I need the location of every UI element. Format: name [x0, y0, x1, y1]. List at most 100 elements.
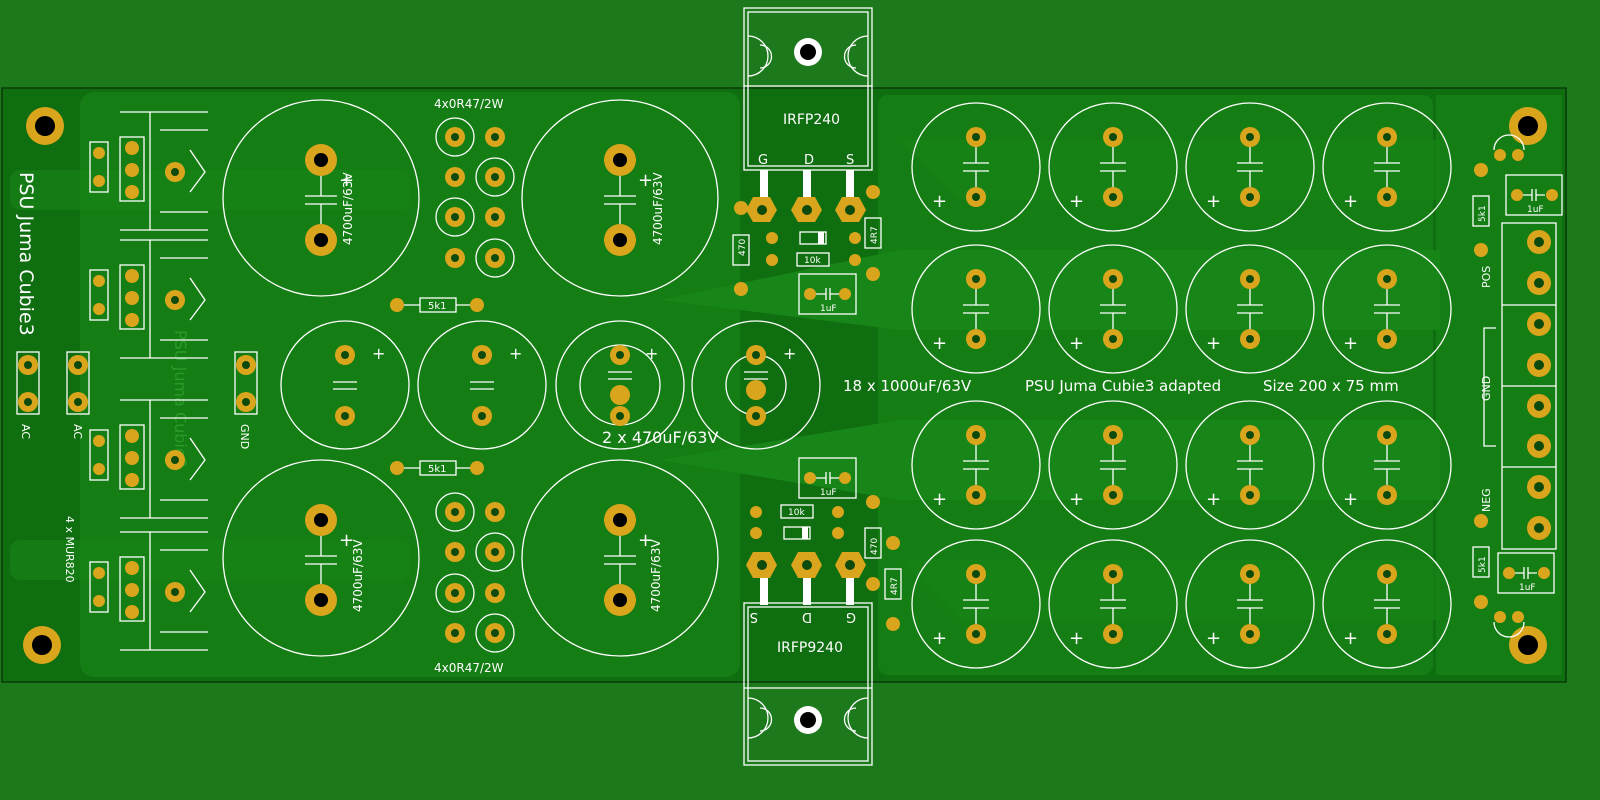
capacitor-bank: + + + + + + + + + + + + + + + + [911, 102, 1452, 669]
cap-bank-note: 18 x 1000uF/63V [843, 377, 972, 395]
bank-capacitor-15: + [1185, 539, 1315, 669]
res-bottom-label: 4x0R47/2W [434, 661, 504, 675]
bank-cap-plus: + [1069, 489, 1084, 510]
gnd-connector-left: GND [234, 351, 258, 449]
big-cap-label-1: 4700uF/63V [341, 172, 355, 245]
big-cap-label-2: 4700uF/63V [651, 172, 665, 245]
driver-parts-bottom: 1uF 10k 470 4R7 [750, 457, 902, 631]
bank-capacitor-8: + [1322, 244, 1452, 374]
bank-capacitor-1: + [911, 102, 1041, 232]
big-cap-label-4: 4700uF/63V [649, 539, 663, 612]
mid-capacitor-4: + [691, 320, 821, 450]
big-cap-label-3: 4700uF/63V [351, 539, 365, 612]
big-capacitor-2: + 4700uF/63V [521, 99, 719, 297]
diodes-label: 4 x MUR820 [63, 516, 76, 583]
board-size-note: Size 200 x 75 mm [1263, 377, 1399, 395]
bank-cap-plus: + [1069, 333, 1084, 354]
driver-parts-top: 470 4R7 10k 1uF [732, 185, 882, 315]
ac-label-1: AC [19, 424, 32, 439]
mid-cap-plus-4: + [783, 344, 796, 363]
mid-cap-plus-3: + [645, 344, 658, 363]
ac-label-2: AC [71, 424, 84, 439]
bank-cap-plus: + [1206, 191, 1221, 212]
bank-capacitor-16: + [1322, 539, 1452, 669]
r5k1-label-pos: 5k1 [1478, 205, 1488, 222]
res-top-label: 4x0R47/2W [434, 97, 504, 111]
transistor-top-pin-g: G [758, 153, 768, 168]
gnd-label-right: GND [1480, 376, 1493, 401]
bank-capacitor-11: + [1185, 400, 1315, 530]
bank-capacitor-5: + [911, 244, 1041, 374]
big-cap-plus-3: + [339, 530, 354, 551]
mid-cap-plus-2: + [509, 344, 522, 363]
r5k1-label-1: 5k1 [428, 301, 447, 312]
bank-cap-plus: + [1069, 628, 1084, 649]
mid-capacitor-1: + [280, 320, 410, 450]
bank-capacitor-12: + [1322, 400, 1452, 530]
r4r7-label-top: 4R7 [870, 226, 880, 244]
c1uf-label-bottom: 1uF [820, 488, 837, 498]
rectifier-diode-3 [89, 399, 208, 519]
r470-label-bottom: 470 [870, 538, 880, 555]
bank-cap-plus: + [1343, 628, 1358, 649]
bank-capacitor-14: + [1048, 539, 1178, 669]
big-cap-plus-1: + [339, 170, 354, 191]
big-capacitor-4: + 4700uF/63V [521, 459, 719, 657]
transistor-bottom-pin-g: G [846, 609, 856, 624]
r5k1-label-2: 5k1 [428, 464, 447, 475]
big-cap-plus-4: + [638, 530, 653, 551]
neg-label: NEG [1480, 488, 1493, 512]
bank-cap-plus: + [1206, 489, 1221, 510]
bank-cap-plus: + [1343, 333, 1358, 354]
mid-capacitor-3: + [555, 320, 685, 450]
bank-cap-plus: + [932, 191, 947, 212]
transistor-bottom: IRFP9240 S D G [743, 552, 873, 766]
pos-label: POS [1480, 266, 1493, 288]
bank-cap-plus: + [1343, 191, 1358, 212]
rectifier-diode-4 [89, 531, 208, 651]
power-resistors-bottom [435, 492, 515, 653]
output-section: 5k1 1uF POS GND NEG 5k1 1uF [1472, 134, 1563, 638]
bank-cap-plus: + [1343, 489, 1358, 510]
c1uf-label-top: 1uF [820, 304, 837, 314]
power-resistors-top [435, 117, 515, 278]
transistor-top-name: IRFP240 [783, 112, 840, 128]
bank-capacitor-9: + [911, 400, 1041, 530]
transistor-bottom-name: IRFP9240 [777, 640, 843, 656]
transistor-bottom-pin-s: S [750, 609, 758, 624]
mounting-holes [23, 107, 1547, 664]
bank-cap-plus: + [1206, 333, 1221, 354]
big-capacitor-3: + 4700uF/63V [222, 459, 420, 657]
r10k-label-top: 10k [804, 256, 821, 266]
r10k-label-bottom: 10k [788, 508, 805, 518]
mid-caps-label: 2 x 470uF/63V [602, 428, 718, 447]
mid-capacitor-2: + [417, 320, 547, 450]
board-title-vertical: PSU Juma Cubie3 [15, 172, 37, 336]
bank-cap-plus: + [932, 333, 947, 354]
bank-capacitor-4: + [1322, 102, 1452, 232]
c1uf-label-pos: 1uF [1527, 205, 1544, 215]
bank-capacitor-7: + [1185, 244, 1315, 374]
bank-capacitor-13: + [911, 539, 1041, 669]
resistor-5k1-upper: 5k1 [390, 297, 484, 313]
bank-capacitor-3: + [1185, 102, 1315, 232]
transistor-bottom-pin-d: D [802, 609, 812, 624]
transistor-top-pin-d: D [804, 153, 814, 168]
bank-cap-plus: + [1206, 628, 1221, 649]
ac-connector-1: AC [16, 351, 40, 439]
c1uf-label-neg: 1uF [1519, 583, 1536, 593]
bank-cap-plus: + [932, 489, 947, 510]
ac-connector-2: AC [66, 351, 90, 439]
bank-capacitor-2: + [1048, 102, 1178, 232]
copper-pour [10, 92, 1562, 677]
r470-label-top: 470 [738, 239, 748, 256]
ghost-text: PSU Juma Cubie3 [171, 330, 190, 468]
mid-cap-plus-1: + [372, 344, 385, 363]
bank-cap-plus: + [932, 628, 947, 649]
r5k1-label-neg: 5k1 [1478, 556, 1488, 573]
transistor-top: IRFP240 G D S [743, 7, 873, 222]
gnd-label-left: GND [238, 424, 251, 449]
big-cap-plus-2: + [638, 170, 653, 191]
bank-capacitor-6: + [1048, 244, 1178, 374]
